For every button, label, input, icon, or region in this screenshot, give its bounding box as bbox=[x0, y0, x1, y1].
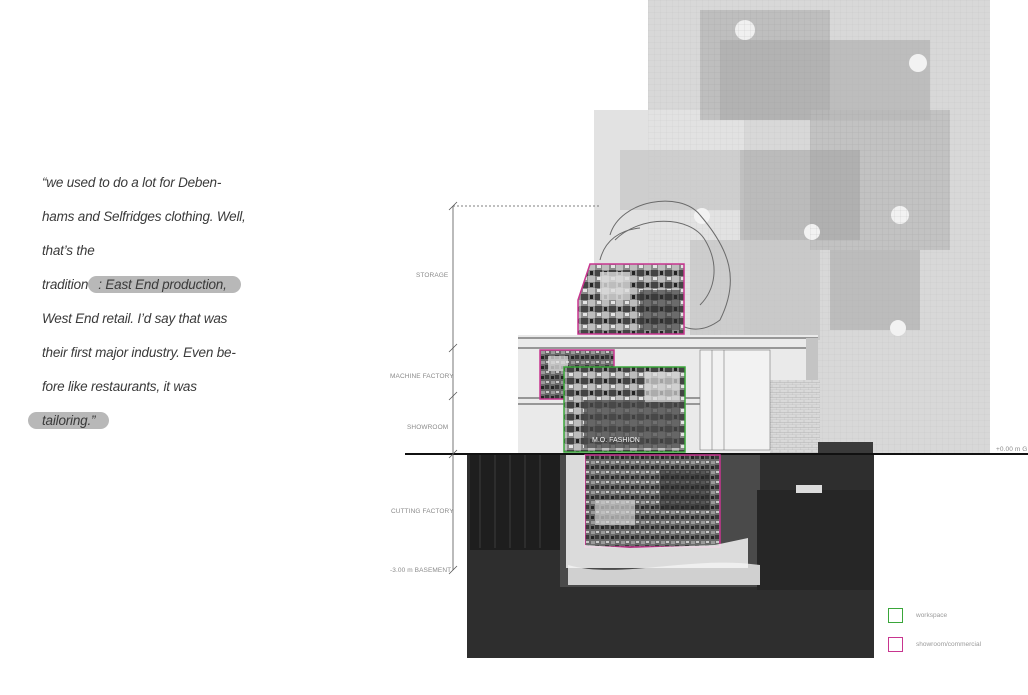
quote-line: “we used to do a lot for Deben- bbox=[42, 175, 222, 190]
label-cutting-factory: CUTTING FACTORY bbox=[391, 508, 454, 515]
quote-highlight: : East End production, bbox=[88, 276, 241, 293]
cutting-factory-workspace bbox=[566, 455, 748, 568]
legend-swatch-workspace bbox=[888, 608, 903, 623]
level-dimension bbox=[448, 201, 600, 575]
quote-line: hams and Selfridges clothing. Well, bbox=[42, 209, 246, 224]
quote-line: their first major industry. Even be- bbox=[42, 345, 236, 360]
quote-line: tailoring.” bbox=[28, 410, 110, 432]
legend-label-showroom: showroom/commercial bbox=[916, 641, 982, 648]
photo-cutting-factory bbox=[584, 454, 721, 548]
label-ground-level: +0.00 m G bbox=[996, 446, 1028, 453]
quote-fragment: tradition bbox=[42, 277, 89, 292]
label-machine-factory: MACHINE FACTORY bbox=[390, 373, 454, 380]
quote-highlight: tailoring.” bbox=[28, 412, 110, 429]
legend-label-workspace: workspace bbox=[916, 612, 948, 619]
shop-sign: M.O. FASHION bbox=[592, 437, 640, 444]
photo-showroom bbox=[563, 366, 686, 453]
quote-line: fore like restaurants, it was bbox=[42, 379, 197, 394]
quote-line: tradition: East End production, bbox=[42, 274, 241, 296]
fabric-drape bbox=[599, 200, 731, 330]
quote-line: that’s the bbox=[42, 243, 95, 258]
label-storage: STORAGE bbox=[416, 272, 449, 279]
label-basement-level: -3.00 m BASEMENT bbox=[390, 567, 452, 574]
photo-storage bbox=[577, 263, 685, 335]
label-showroom: SHOWROOM bbox=[407, 424, 449, 431]
legend-swatch-showroom bbox=[888, 637, 903, 652]
quote-line: West End retail. I’d say that was bbox=[42, 311, 228, 326]
